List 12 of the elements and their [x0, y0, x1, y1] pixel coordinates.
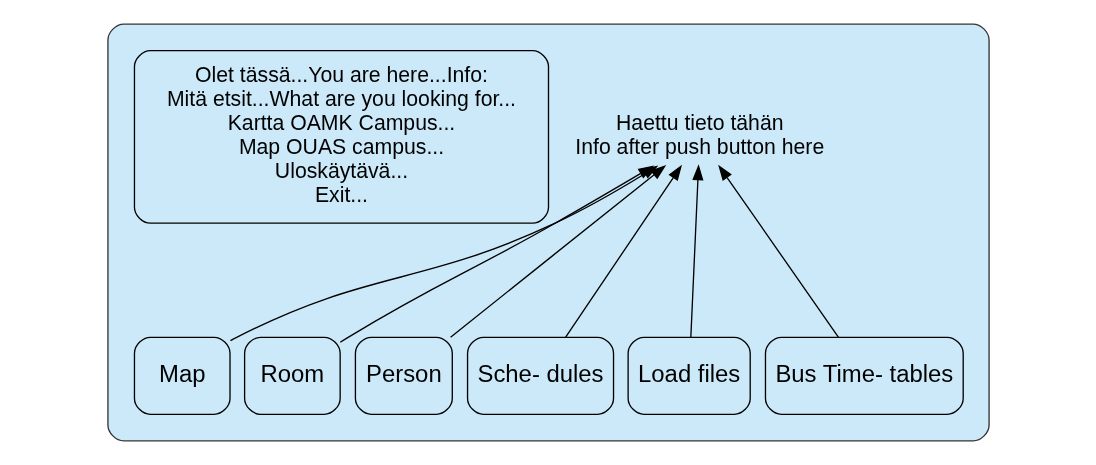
arrow: [339, 165, 654, 343]
node-text: Haettu tieto tähän Info after push button here: [574, 111, 824, 158]
node-box: Load files: [626, 336, 751, 415]
arrow: [689, 164, 703, 338]
arrow: [717, 164, 839, 338]
node-box: Map: [133, 336, 231, 415]
cluster: [106, 23, 990, 442]
node-box: Sche- dules: [466, 336, 614, 415]
node-box: Person: [354, 336, 453, 415]
node-box: Bus Time- tables: [764, 336, 964, 415]
node-box: Room: [243, 336, 341, 415]
node-box: Olet tässä...You are here...Info: Mitä etsit...What are you looking for... Kartta OAMK Campus... Map OUAS campus... Uloskäytävä... Exit...: [133, 50, 549, 224]
